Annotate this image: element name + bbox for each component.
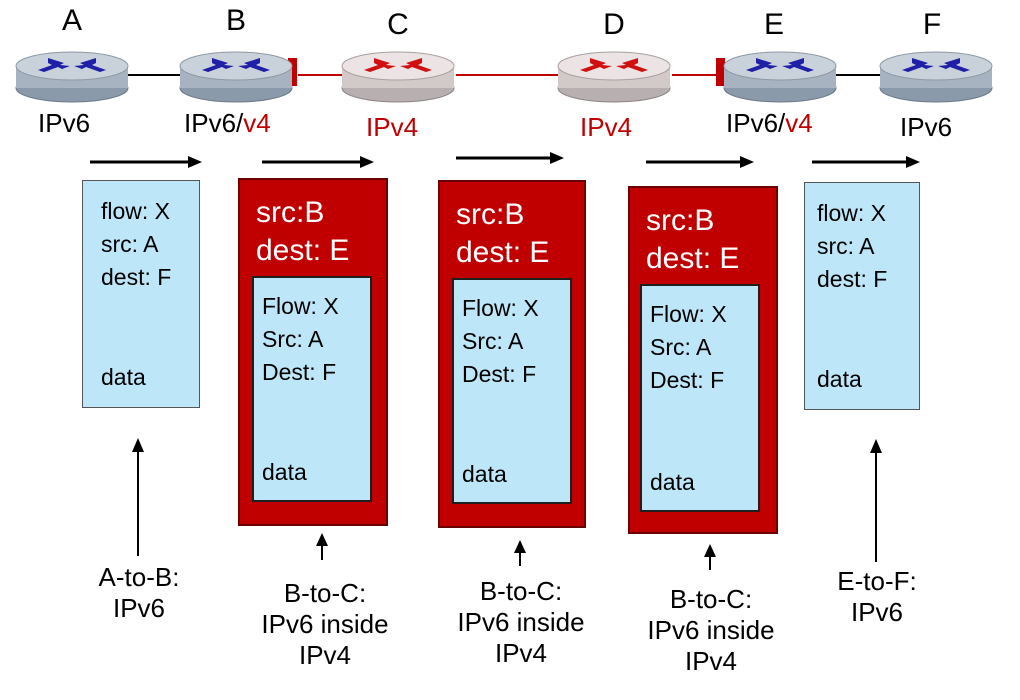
packet-tunnel-2: src:B dest: E Flow: X Src: A Dest: F dat… <box>438 180 586 528</box>
packet-tunnel-3-inner: Flow: X Src: A Dest: F data <box>640 284 760 512</box>
packet-tunnel-1-src: Src: A <box>262 326 324 352</box>
direction-arrow-4 <box>646 156 754 168</box>
node-label-a: IPv6 <box>38 108 91 138</box>
caption-ab-line-2: IPv6 <box>112 593 166 623</box>
packet-ef: flow: X src: A dest: F data <box>804 182 920 410</box>
packet-tunnel-1-outer-src: src:B <box>256 196 325 229</box>
packet-tunnel-1: src:B dest: E Flow: X Src: A Dest: F dat… <box>238 178 388 526</box>
packet-ab-src: src: A <box>101 231 159 257</box>
router-d-icon <box>557 51 671 103</box>
packet-tunnel-3-src: Src: A <box>650 334 712 360</box>
caption-bc2-line-3: IPv4 <box>494 638 548 668</box>
caption-bc2: B-to-C: IPv6 inside IPv4 <box>436 576 606 669</box>
node-label-f: IPv6 <box>900 112 953 142</box>
packet-tunnel-1-inner: Flow: X Src: A Dest: F data <box>252 276 372 502</box>
node-letter-b: B <box>225 4 246 37</box>
packet-tunnel-2-inner: Flow: X Src: A Dest: F data <box>452 278 572 504</box>
packet-tunnel-2-outer-dest: dest: E <box>456 236 550 269</box>
pointer-arrow-ab <box>132 438 144 556</box>
packet-tunnel-3-outer-src: src:B <box>646 204 715 237</box>
packet-tunnel-2-flow: Flow: X <box>462 295 539 321</box>
router-c-icon <box>341 51 455 103</box>
node-letter-e: E <box>763 8 784 41</box>
tunnel-endpoint-b <box>288 58 297 86</box>
pointer-arrow-bc2 <box>514 540 526 566</box>
node-letter-f: F <box>922 8 942 41</box>
packet-ef-src: src: A <box>817 233 875 259</box>
node-label-d: IPv4 <box>580 112 633 142</box>
caption-bc1: B-to-C: IPv6 inside IPv4 <box>240 578 410 671</box>
packet-tunnel-2-src: Src: A <box>462 328 524 354</box>
caption-ef-line-2: IPv6 <box>850 597 904 627</box>
packet-ef-dest: dest: F <box>817 266 888 292</box>
packet-ef-data: data <box>817 366 862 392</box>
packet-tunnel-2-dest: Dest: F <box>462 361 537 387</box>
packet-tunnel-3-outer-dest: dest: E <box>646 242 740 275</box>
caption-bc2-line-1: B-to-C: <box>479 576 563 606</box>
pointer-arrow-bc3 <box>704 544 716 570</box>
caption-bc1-line-2: IPv6 inside <box>261 609 389 639</box>
packet-tunnel-1-data: data <box>262 459 307 485</box>
router-e-icon <box>723 51 837 103</box>
pointer-arrow-bc1 <box>316 533 328 560</box>
packet-tunnel-3-dest: Dest: F <box>650 367 725 393</box>
packet-tunnel-2-header: src:B dest: E <box>456 196 549 272</box>
caption-bc3-line-2: IPv6 inside <box>647 615 775 645</box>
router-b-icon <box>179 51 293 103</box>
caption-bc3-line-1: B-to-C: <box>669 584 753 614</box>
packet-ef-flow: flow: X <box>817 200 887 226</box>
caption-ab: A-to-B: IPv6 <box>82 562 196 624</box>
packet-tunnel-3-header: src:B dest: E <box>646 202 739 278</box>
direction-arrow-3 <box>456 152 564 164</box>
packet-ab: flow: X src: A dest: F data <box>82 180 200 408</box>
node-letter-d: D <box>603 8 625 41</box>
packet-tunnel-3: src:B dest: E Flow: X Src: A Dest: F dat… <box>628 186 778 534</box>
caption-bc1-line-3: IPv4 <box>298 640 352 670</box>
packet-tunnel-1-dest: Dest: F <box>262 359 337 385</box>
packet-ab-dest: dest: F <box>101 264 172 290</box>
caption-ef: E-to-F: IPv6 <box>820 566 934 628</box>
router-a-icon <box>15 51 129 103</box>
node-label-c: IPv4 <box>366 112 419 142</box>
node-letter-a: A <box>61 4 82 37</box>
packet-tunnel-3-data: data <box>650 469 695 495</box>
packet-tunnel-3-flow: Flow: X <box>650 301 727 327</box>
tunnel-endpoint-e <box>716 58 725 86</box>
node-label-b: IPv6/v4 <box>184 108 271 138</box>
caption-ef-line-1: E-to-F: <box>837 566 917 596</box>
packet-tunnel-2-outer-src: src:B <box>456 198 525 231</box>
caption-bc2-line-2: IPv6 inside <box>457 607 585 637</box>
direction-arrow-5 <box>812 156 920 168</box>
caption-bc3: B-to-C: IPv6 inside IPv4 <box>626 584 796 677</box>
direction-arrow-1 <box>90 156 202 168</box>
caption-bc1-line-1: B-to-C: <box>283 578 367 608</box>
caption-bc3-line-3: IPv4 <box>684 646 738 676</box>
packet-tunnel-1-outer-dest: dest: E <box>256 234 350 267</box>
pointer-arrow-ef <box>870 439 882 562</box>
node-letter-c: C <box>387 8 409 41</box>
router-f-icon <box>879 51 993 103</box>
packet-tunnel-2-data: data <box>462 461 507 487</box>
node-label-e: IPv6/v4 <box>726 108 813 138</box>
direction-arrow-2 <box>262 156 374 168</box>
packet-tunnel-1-header: src:B dest: E <box>256 194 349 270</box>
caption-ab-line-1: A-to-B: <box>98 562 180 592</box>
packet-ab-data: data <box>101 364 146 390</box>
packet-tunnel-1-flow: Flow: X <box>262 293 339 319</box>
packet-ab-flow: flow: X <box>101 198 171 224</box>
